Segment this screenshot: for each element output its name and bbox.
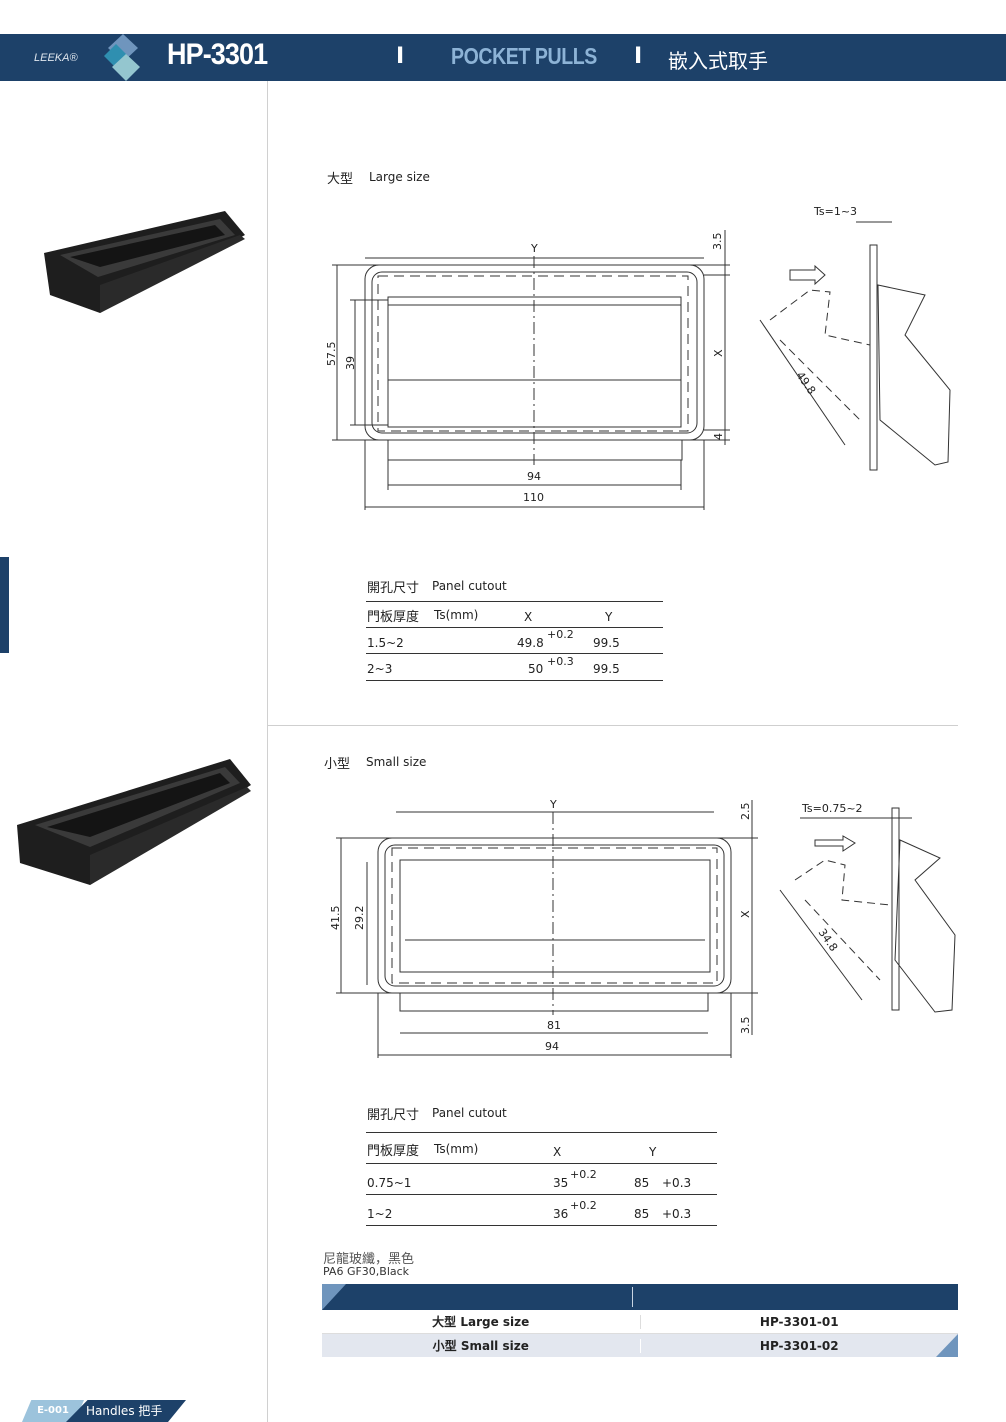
brand-logo: LEEKA® [34,52,78,64]
dim-width-outer: 94 [545,1040,559,1053]
model-title: HP-3301 [167,38,268,71]
cell-x: 36 [553,1207,569,1221]
col-ts: Ts(mm) [434,608,479,622]
large-side-view [759,221,951,471]
dim-width-inner: 81 [547,1019,561,1032]
cell-ts: 2~3 [367,662,393,676]
small-side-view [779,807,956,1013]
material-en: PA6 GF30,Black [323,1265,410,1278]
dim-height-outer: 41.5 [329,906,342,931]
dim-bottom-gap: 3.5 [739,1017,752,1035]
dim-top-gap: 2.5 [739,803,752,821]
col-x: X [553,1145,562,1159]
dim-bottom-gap: 4 [712,433,725,440]
large-title-en: Large size [369,170,430,184]
cell-size: 大型 Large size [432,1315,530,1329]
col-y: Y [605,610,613,624]
section-divider [268,725,958,726]
cell-x: 35 [553,1176,569,1190]
dim-width-inner: 94 [527,470,541,483]
cell-ts: 1~2 [367,1207,393,1221]
dim-ts: Ts=0.75~2 [801,802,863,815]
dim-height-outer: 57.5 [325,342,338,367]
large-cutout-title-cn: 開孔尺寸 [367,581,420,596]
table-header [322,1284,958,1310]
cell-y: 85 [634,1207,650,1221]
side-tab-marker [0,557,9,653]
dim-swing: 34.8 [816,926,841,954]
large-front-view [332,230,730,510]
page-code: E-001 [22,1400,84,1422]
cell-code: HP-3301-02 [639,1338,959,1353]
header-separator: I [634,44,643,69]
cell-y: 85 [634,1176,650,1190]
cell-x-tolerance: +0.2 [570,1168,597,1181]
cell-code: HP-3301-01 [639,1314,959,1329]
section-label: Handles 把手 [66,1400,186,1422]
large-cutout-title-en: Panel cutout [432,579,507,593]
cell-ts: 1.5~2 [367,636,404,650]
part-number-table: 大型 Large size HP-3301-01 小型 Small size H… [322,1284,958,1357]
header-separator: I [396,44,405,69]
category-title-cn: 嵌入式取手 [668,49,768,73]
cell-x-tolerance: +0.2 [570,1199,597,1212]
dim-swing: 49.8 [794,369,819,397]
dim-x: X [712,349,725,357]
col-thickness-cn: 門板厚度 [367,1144,420,1159]
cell-y-tolerance: +0.3 [662,1176,692,1190]
cell-x-tolerance: +0.2 [547,628,574,641]
cell-y: 99.5 [593,636,620,650]
header-bar [0,34,1006,81]
small-front-view [336,800,758,1058]
col-thickness-cn: 門板厚度 [367,610,420,625]
small-title-en: Small size [366,755,427,769]
table-row: 小型 Small size HP-3301-02 [322,1334,958,1357]
large-title-cn: 大型 [327,172,354,187]
dim-height-inner: 39 [344,356,357,370]
dim-x: X [739,910,752,918]
table-row: 大型 Large size HP-3301-01 [322,1310,958,1334]
cell-x: 49.8 [517,636,544,650]
dim-height-inner: 29.2 [353,906,366,931]
cell-size: 小型 Small size [432,1339,529,1353]
large-product-photo [44,211,245,313]
col-ts: Ts(mm) [434,1142,479,1156]
dim-width-outer: 110 [523,491,544,504]
col-x: X [524,610,533,624]
cell-ts: 0.75~1 [367,1176,412,1190]
cell-y: 99.5 [593,662,620,676]
category-title-en: POCKET PULLS [451,43,597,69]
dim-y: Y [549,798,557,811]
material-cn: 尼龍玻纖，黑色 [323,1252,415,1267]
cell-x: 50 [528,662,544,676]
dim-y: Y [530,242,538,255]
small-cutout-title-cn: 開孔尺寸 [367,1108,420,1123]
cell-x-tolerance: +0.3 [547,655,574,668]
column-divider [267,81,268,1422]
small-cutout-title-en: Panel cutout [432,1106,507,1120]
dim-ts: Ts=1~3 [813,205,857,218]
small-title-cn: 小型 [324,757,351,772]
small-product-photo [17,759,251,885]
logo-diamond-icon [104,34,140,81]
col-y: Y [649,1145,657,1159]
dim-top-gap: 3.5 [711,233,724,251]
cell-y-tolerance: +0.3 [662,1207,692,1221]
